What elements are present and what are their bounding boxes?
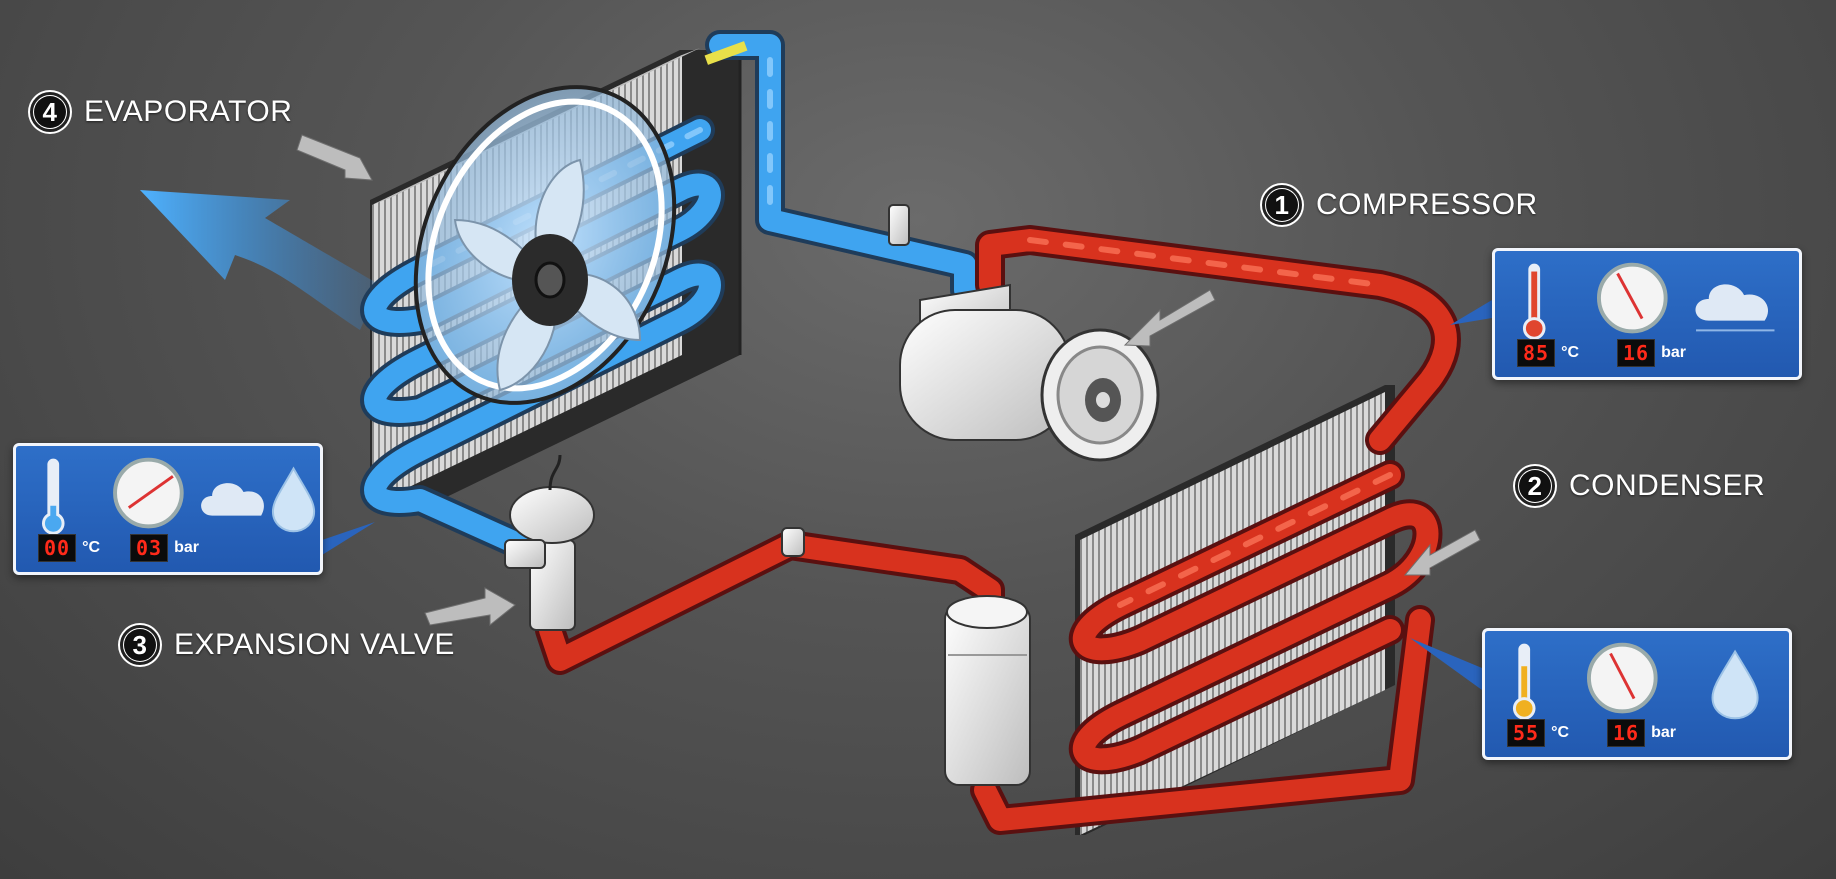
compressor-label-text: COMPRESSOR xyxy=(1316,188,1538,221)
thermometer-icon xyxy=(1512,643,1536,720)
compressor xyxy=(899,283,1160,462)
compressor-status-panel: 85 °C 16 bar xyxy=(1492,248,1802,380)
hot-refrigerant-line xyxy=(535,225,1461,835)
condenser-label: 2 CONDENSER xyxy=(1515,466,1765,506)
pressure-value: 16 xyxy=(1607,719,1646,747)
condenser-status-panel: 55 °C 16 bar xyxy=(1482,628,1792,760)
evaporator-status-panel: 00 °C 03 bar xyxy=(13,443,323,575)
expansion-valve-label: 3 EXPANSION VALVE xyxy=(120,625,455,665)
gauge-icon xyxy=(1596,262,1668,334)
step-number-badge: 2 xyxy=(1515,466,1555,506)
expansion-valve xyxy=(504,454,805,631)
temperature-value: 55 xyxy=(1507,719,1546,747)
evaporator-coil xyxy=(360,30,980,560)
panel-connectors xyxy=(322,300,1492,690)
pressure-readout: 16 bar xyxy=(1617,339,1686,367)
pressure-unit: bar xyxy=(174,539,199,556)
expansion-pointer-arrow xyxy=(424,587,516,627)
droplet-icon xyxy=(271,466,316,533)
thermometer-icon xyxy=(1522,263,1546,340)
step-number-badge: 3 xyxy=(120,625,160,665)
temperature-readout: 85 °C xyxy=(1517,339,1579,367)
cold-air-arrow xyxy=(140,190,380,330)
temperature-unit: °C xyxy=(82,539,101,556)
pressure-unit: bar xyxy=(1661,344,1686,361)
expansion-valve-label-text: EXPANSION VALVE xyxy=(174,628,455,661)
condenser-pointer-arrow xyxy=(1403,529,1481,576)
temperature-value: 85 xyxy=(1517,339,1556,367)
pointer-arrows xyxy=(296,134,1481,627)
step-number-badge: 1 xyxy=(1262,185,1302,225)
evaporator-pointer-arrow xyxy=(296,134,373,181)
receiver-drier xyxy=(944,595,1031,786)
evaporator-label: 4 EVAPORATOR xyxy=(30,92,292,132)
cloud-icon xyxy=(1695,284,1775,332)
pressure-readout: 16 bar xyxy=(1607,719,1676,747)
compressor-label: 1 COMPRESSOR xyxy=(1262,185,1538,225)
temperature-value: 00 xyxy=(38,534,77,562)
service-port-low xyxy=(888,204,910,246)
temperature-readout: 00 °C xyxy=(38,534,100,562)
pressure-value: 16 xyxy=(1617,339,1656,367)
cloud-icon xyxy=(201,483,264,516)
temperature-unit: °C xyxy=(1561,344,1580,361)
thermometer-icon xyxy=(41,458,65,535)
temperature-readout: 55 °C xyxy=(1507,719,1569,747)
temperature-unit: °C xyxy=(1551,724,1570,741)
compressor-pointer-arrow xyxy=(1123,289,1216,347)
fan xyxy=(413,85,677,405)
pressure-value: 03 xyxy=(130,534,169,562)
evaporator-label-text: EVAPORATOR xyxy=(84,95,293,128)
gauge-icon xyxy=(113,457,184,529)
droplet-icon xyxy=(1711,649,1759,720)
gauge-icon xyxy=(1586,642,1658,714)
condenser-label-text: CONDENSER xyxy=(1569,469,1766,502)
pressure-unit: bar xyxy=(1651,724,1676,741)
step-number-badge: 4 xyxy=(30,92,70,132)
pressure-readout: 03 bar xyxy=(130,534,199,562)
